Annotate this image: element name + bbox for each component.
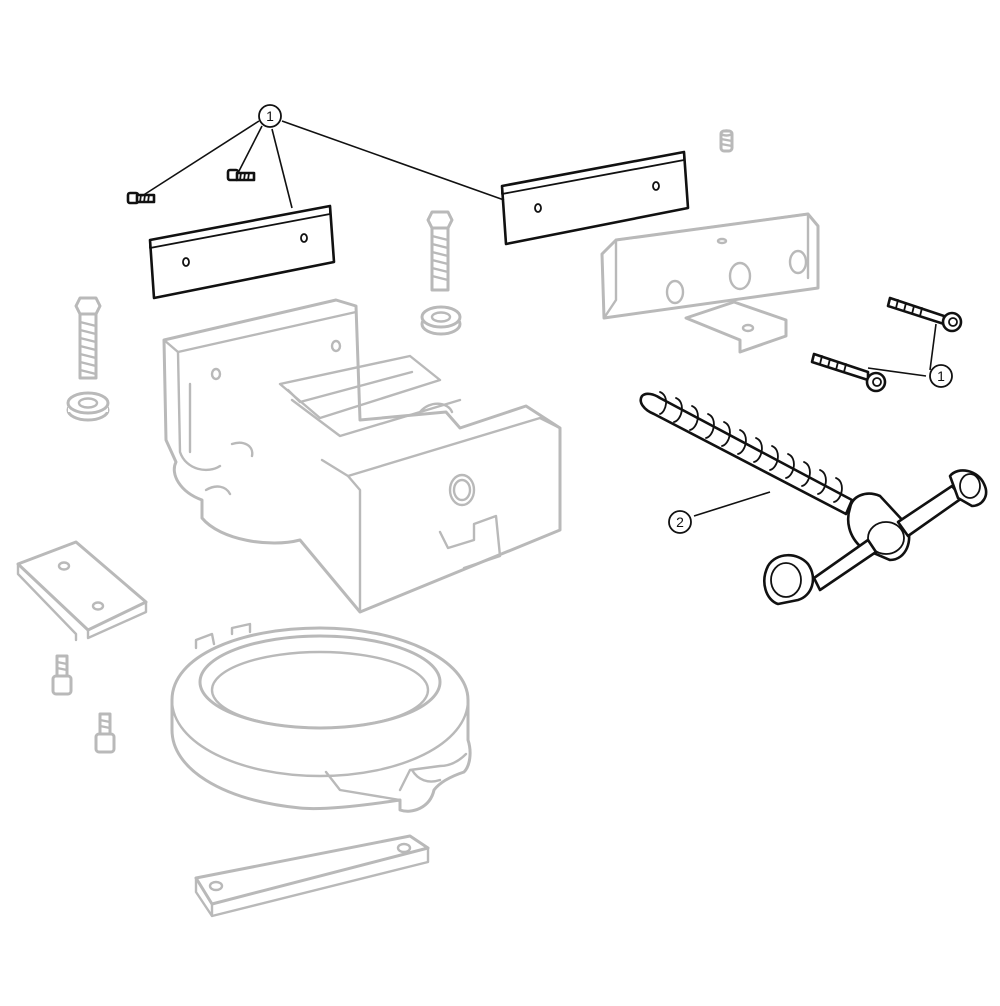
jaw-screw-top-middle[interactable]	[226, 168, 256, 182]
vise-body-ghost	[162, 298, 562, 614]
callout-2: 2	[668, 510, 692, 534]
left-plate-ghost	[16, 540, 148, 642]
callout-label-1-top: 1	[266, 108, 274, 124]
jaw-screw-top-left[interactable]	[126, 191, 156, 205]
leader-lines	[141, 120, 937, 517]
callout-label-2: 2	[676, 514, 684, 530]
center-washer-ghost	[420, 305, 462, 336]
cap-screw-right-upper[interactable]	[886, 296, 963, 333]
cap-screw-left-1-ghost	[51, 654, 73, 696]
cap-screw-right-lower[interactable]	[810, 352, 887, 393]
center-bolt-ghost	[426, 210, 454, 292]
left-bolt-ghost	[74, 296, 102, 380]
swivel-base-ghost	[170, 622, 472, 813]
jaw-plate-right[interactable]	[500, 150, 690, 246]
callout-1-top: 1	[258, 104, 282, 128]
bottom-bar-ghost	[194, 834, 430, 918]
left-washer-ghost	[66, 391, 110, 422]
callout-1-right: 1	[929, 364, 953, 388]
rear-jaw-block-ghost	[600, 212, 820, 354]
jaw-plate-left[interactable]	[148, 204, 336, 300]
lead-screw-assembly[interactable]	[639, 391, 988, 606]
callout-label-1-right: 1	[937, 368, 945, 384]
small-set-screw-ghost	[719, 129, 734, 153]
cap-screw-left-2-ghost	[94, 712, 116, 754]
